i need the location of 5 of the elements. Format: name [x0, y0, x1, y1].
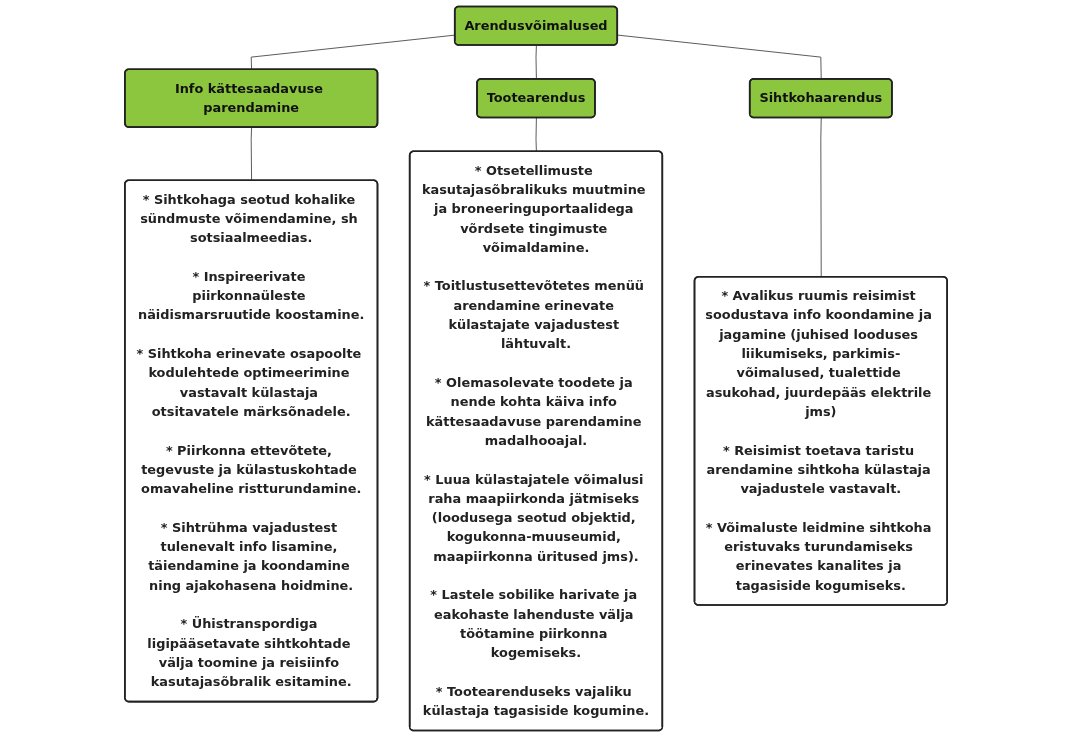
connector: [617, 34, 822, 80]
connector: [250, 127, 252, 182]
connector: [820, 117, 822, 278]
connector: [535, 45, 537, 80]
connector: [535, 117, 537, 153]
